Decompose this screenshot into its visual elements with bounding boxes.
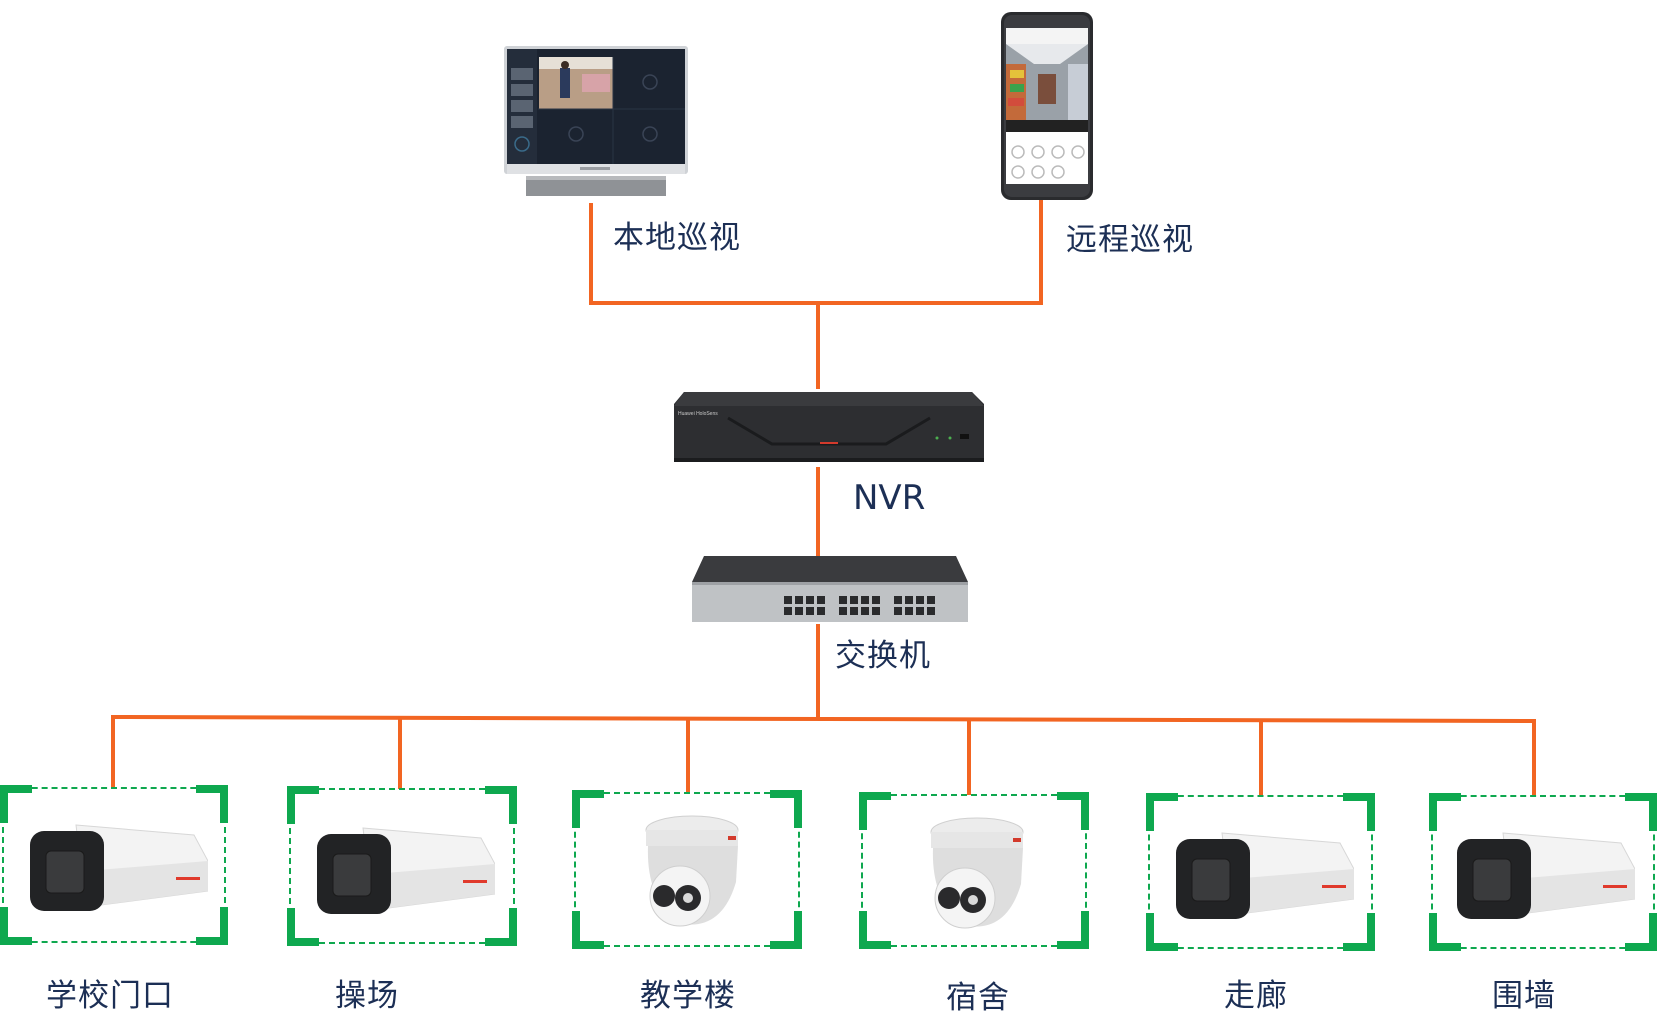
camera-label-2: 操场: [335, 978, 399, 1014]
nvr-node: Huawei HoloSens: [672, 388, 985, 468]
remote-viewer-node: [1000, 12, 1094, 200]
wire-local-viewer: [589, 203, 593, 304]
bullet-camera-icon: [317, 827, 495, 914]
dome-camera-icon: [930, 817, 1024, 929]
local-viewer-node: [502, 46, 690, 198]
switch-label: 交换机: [835, 638, 931, 674]
network-switch-icon: [692, 556, 968, 622]
remote-viewer-label: 远程巡视: [1066, 222, 1194, 258]
nvr-label: NVR: [853, 478, 926, 518]
camera-frame-5: [1146, 793, 1375, 951]
camera-frame-6: [1429, 793, 1657, 951]
smartphone-icon: [1001, 12, 1093, 200]
nvr-recorder-icon: [674, 392, 984, 462]
wire-remote-viewer: [1039, 200, 1043, 304]
local-viewer-label: 本地巡视: [613, 220, 741, 256]
camera-label-3: 教学楼: [640, 978, 736, 1014]
camera-label-4: 宿舍: [946, 980, 1010, 1016]
bullet-camera-icon: [1457, 832, 1635, 919]
camera-frame-1: [0, 785, 228, 945]
bullet-camera-icon: [30, 824, 208, 911]
nvr-brand-text: Huawei HoloSens: [678, 411, 718, 417]
dome-camera-icon: [645, 815, 739, 927]
bullet-camera-icon: [1176, 832, 1354, 919]
wire-bus-to-nvr: [816, 303, 820, 389]
camera-label-5: 走廊: [1224, 978, 1288, 1014]
monitor-icon: [504, 46, 688, 196]
camera-frame-3: [572, 790, 802, 949]
switch-node: [690, 554, 970, 626]
camera-frame-2: [287, 786, 517, 946]
wire-nvr-to-switch: [816, 467, 820, 557]
wire-switch-to-bus: [816, 624, 820, 720]
camera-frame-4: [859, 792, 1089, 949]
camera-label-1: 学校门口: [46, 978, 174, 1014]
camera-label-6: 围墙: [1492, 978, 1556, 1014]
